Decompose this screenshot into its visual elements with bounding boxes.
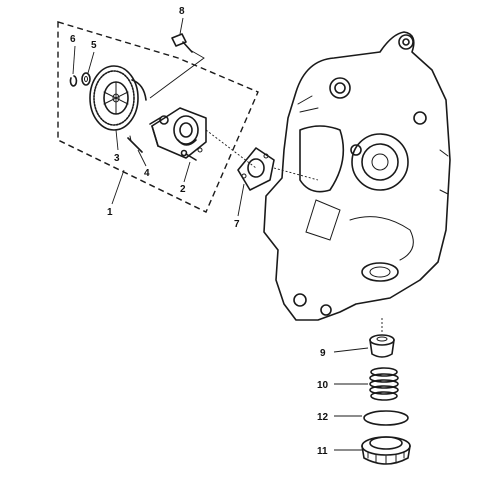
leader-9 bbox=[333, 347, 369, 353]
callout-10: 10 bbox=[317, 380, 329, 391]
leader-3 bbox=[115, 129, 119, 151]
part-7-gasket bbox=[237, 147, 275, 191]
leader-7 bbox=[237, 183, 245, 217]
part-2-screw bbox=[180, 149, 197, 161]
callout-11: 11 bbox=[317, 446, 328, 457]
callout-7: 7 bbox=[234, 219, 240, 230]
part-5-washer bbox=[81, 72, 91, 86]
part-6-circlip bbox=[69, 75, 78, 87]
part-12-o-ring bbox=[363, 410, 409, 426]
part-4-pin bbox=[127, 135, 143, 153]
leader-2 bbox=[183, 161, 191, 183]
leader-4 bbox=[137, 149, 147, 167]
part-3-gear bbox=[89, 65, 147, 131]
part-11-cap bbox=[361, 436, 411, 465]
leader-5 bbox=[87, 51, 95, 74]
callout-9: 9 bbox=[320, 348, 326, 359]
callout-4: 4 bbox=[144, 168, 150, 179]
callout-5: 5 bbox=[91, 40, 97, 51]
callout-8: 8 bbox=[179, 6, 185, 17]
part-10-spring bbox=[369, 367, 399, 401]
leader-8b bbox=[149, 49, 205, 99]
part-9-plug bbox=[369, 334, 395, 358]
leader-6 bbox=[72, 45, 76, 75]
callout-1: 1 bbox=[107, 207, 113, 218]
alignment-line-gasket bbox=[273, 167, 319, 181]
leader-8 bbox=[179, 17, 184, 35]
part-8-bolt bbox=[171, 33, 193, 53]
callout-12: 12 bbox=[317, 412, 329, 423]
pump-assembly-boundary bbox=[57, 21, 259, 213]
leader-1 bbox=[111, 169, 125, 205]
alignment-line-pump bbox=[205, 129, 257, 169]
callout-6: 6 bbox=[70, 34, 76, 45]
crankcase bbox=[263, 31, 451, 321]
callout-3: 3 bbox=[114, 153, 120, 164]
oil-pump-body bbox=[149, 107, 207, 159]
callout-2: 2 bbox=[180, 184, 186, 195]
